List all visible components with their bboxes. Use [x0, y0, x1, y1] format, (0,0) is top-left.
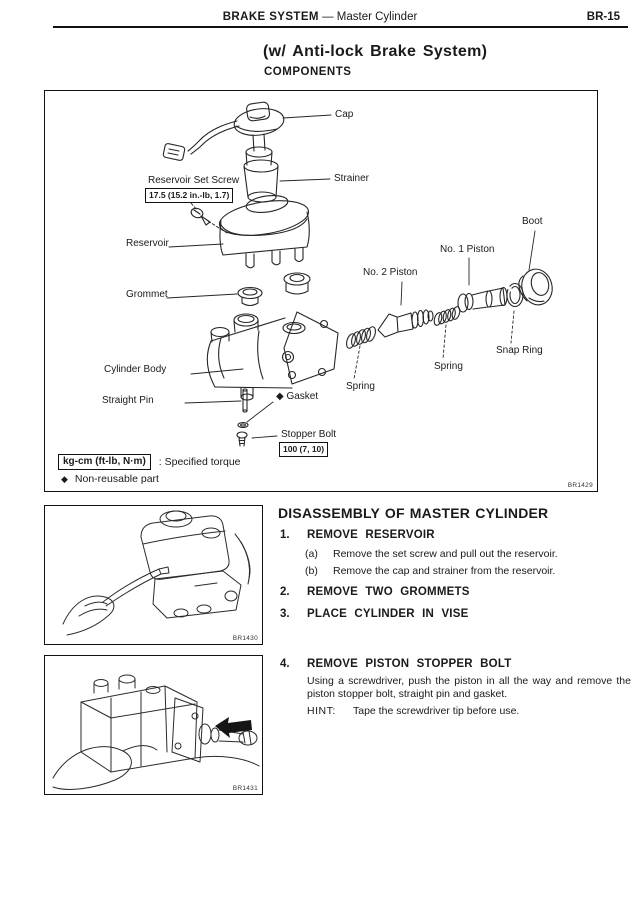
legend-torque-unit-box: kg-cm (ft-lb, N·m)	[58, 454, 151, 470]
exploded-view-art	[162, 101, 553, 447]
part-label-spring-front: Spring	[346, 381, 375, 392]
page-number: BR-15	[586, 11, 620, 23]
step-2-number: 2.	[280, 586, 290, 598]
figure-code: BR1429	[567, 482, 593, 489]
part-label-boot: Boot	[522, 216, 543, 227]
step-4-body: Using a screwdriver, push the piston in …	[307, 675, 631, 700]
part-label-snap-ring: Snap Ring	[496, 345, 543, 356]
legend-nonreusable: ◆ Non-reusable part	[61, 473, 159, 485]
photo-art-br1431	[52, 674, 260, 790]
step-1a-letter: (a)	[305, 548, 318, 560]
part-label-reservoir: Reservoir	[126, 238, 169, 249]
torque-value-stopper-bolt: 100 (7, 10)	[279, 442, 329, 457]
part-label-strainer: Strainer	[334, 173, 370, 184]
section-heading: DISASSEMBLY OF MASTER CYLINDER	[278, 505, 549, 521]
step-1a-text: Remove the set screw and pull out the re…	[333, 548, 558, 560]
step-3-number: 3.	[280, 608, 290, 620]
page-header: BRAKE SYSTEM — Master Cylinder	[0, 11, 640, 23]
step-4-number: 4.	[280, 658, 290, 670]
instructions-section: DISASSEMBLY OF MASTER CYLINDER 1. REMOVE…	[278, 505, 631, 735]
part-label-cap: Cap	[335, 109, 354, 120]
components-diagram: Cap Strainer Reservoir Set Screw 17.5 (1…	[44, 90, 598, 492]
components-heading: COMPONENTS	[264, 66, 352, 78]
part-label-cylinder-body: Cylinder Body	[104, 364, 167, 375]
part-label-no1-piston: No. 1 Piston	[440, 244, 495, 255]
legend-torque-desc: : Specified torque	[158, 456, 241, 468]
figure-code: BR1430	[232, 635, 258, 642]
step-2-title: REMOVE TWO GROMMETS	[307, 586, 470, 598]
photo-art-br1430	[62, 510, 251, 636]
header-section-title: BRAKE SYSTEM	[222, 11, 319, 23]
diamond-icon: ◆	[61, 473, 68, 484]
hint-label: HINT:	[307, 705, 336, 717]
step-1-number: 1.	[280, 529, 290, 541]
legend-torque: kg-cm (ft-lb, N·m) : Specified torque	[58, 454, 241, 470]
part-label-reservoir-set-screw: Reservoir Set Screw	[148, 175, 240, 186]
step-3-title: PLACE CYLINDER IN VISE	[307, 608, 469, 620]
photo-remove-stopper-bolt: BR1431	[44, 655, 263, 795]
step-1-title: REMOVE RESERVOIR	[307, 529, 435, 541]
part-label-straight-pin: Straight Pin	[102, 395, 154, 406]
part-label-gasket: ◆ Gasket	[276, 391, 319, 402]
legend-nonreusable-text: Non-reusable part	[74, 473, 159, 485]
part-label-grommet: Grommet	[126, 289, 168, 300]
hint-text: Tape the screwdriver tip before use.	[353, 705, 520, 717]
page-title: (w/ Anti-lock Brake System)	[263, 43, 488, 60]
part-label-spring-rear: Spring	[434, 361, 463, 372]
step-4-title: REMOVE PISTON STOPPER BOLT	[307, 658, 512, 670]
header-section-subtitle: — Master Cylinder	[322, 11, 418, 23]
figure-code: BR1431	[232, 785, 258, 792]
part-label-no2-piston: No. 2 Piston	[363, 267, 418, 278]
part-label-stopper-bolt: Stopper Bolt	[281, 429, 337, 440]
step-1b-letter: (b)	[305, 565, 318, 577]
step-1b-text: Remove the cap and strainer from the res…	[333, 565, 556, 577]
header-rule	[53, 26, 628, 28]
torque-value-reservoir-set-screw: 17.5 (15.2 in.-lb, 1.7)	[145, 188, 234, 203]
photo-remove-set-screw: BR1430	[44, 505, 263, 645]
